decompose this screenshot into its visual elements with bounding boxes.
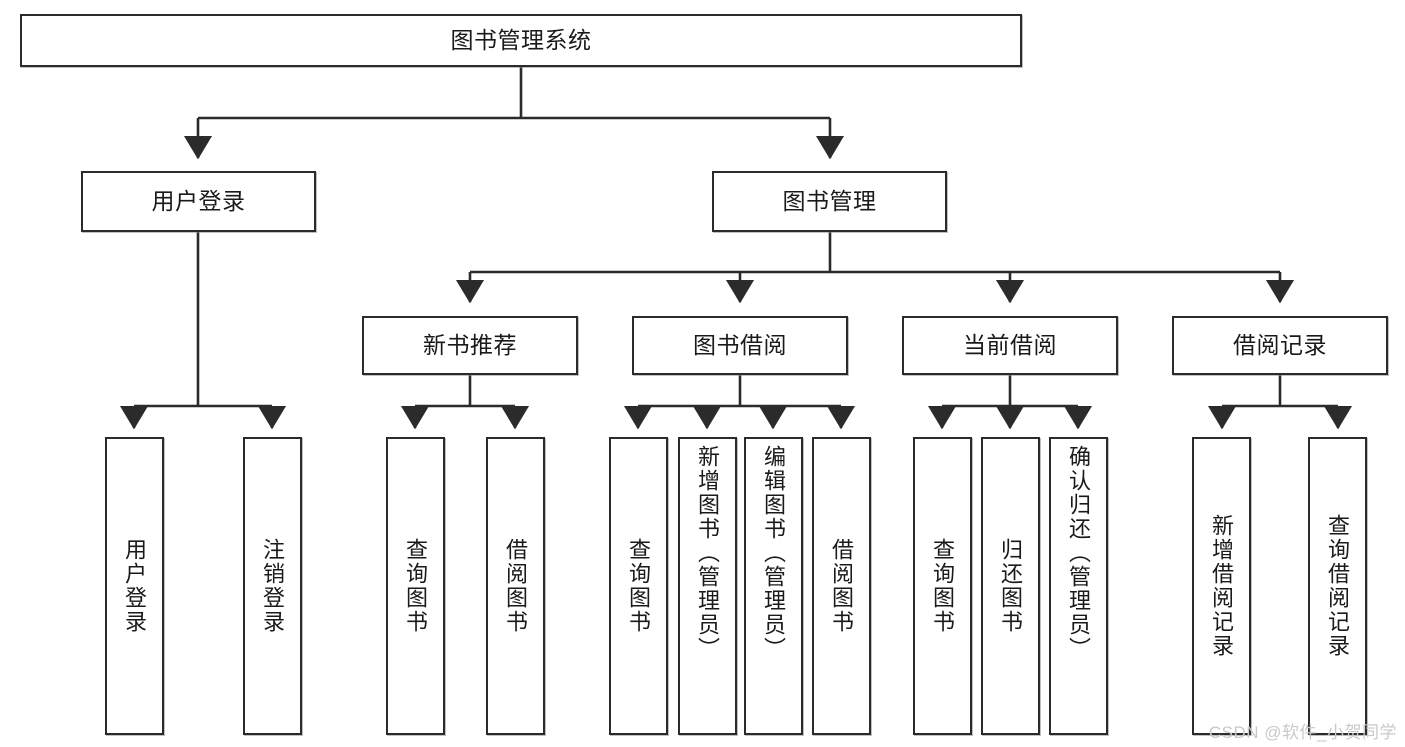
node-leaf-query-borrow-record[interactable]: 查询借阅记录	[1308, 437, 1367, 735]
node-leaf-user-login[interactable]: 用户登录	[105, 437, 164, 735]
node-leaf-borrow-book-recommend[interactable]: 借阅图书	[486, 437, 545, 735]
node-label: 用户登录	[122, 538, 148, 634]
node-leaf-add-borrow-record[interactable]: 新增借阅记录	[1192, 437, 1251, 735]
node-leaf-add-book-admin[interactable]: 新增图书（管理员）	[678, 437, 737, 735]
node-leaf-query-book-borrow[interactable]: 查询图书	[609, 437, 668, 735]
edges-borrowrecord-to-leaves	[1207, 375, 1353, 430]
node-leaf-borrow-book-borrow[interactable]: 借阅图书	[812, 437, 871, 735]
node-label: 确认归还（管理员）	[1066, 445, 1092, 661]
node-label: 图书管理系统	[450, 26, 592, 53]
edges-newbook-to-leaves	[400, 375, 530, 430]
node-book-management[interactable]: 图书管理	[712, 171, 947, 232]
node-label: 新增借阅记录	[1209, 514, 1235, 658]
node-label: 图书管理	[782, 187, 877, 214]
node-leaf-logout-login[interactable]: 注销登录	[243, 437, 302, 735]
node-label: 查询图书	[403, 538, 429, 634]
node-label: 注销登录	[260, 538, 286, 634]
edges-level1-to-level2	[183, 67, 845, 160]
node-user-login[interactable]: 用户登录	[81, 171, 316, 232]
node-leaf-confirm-return-admin[interactable]: 确认归还（管理员）	[1049, 437, 1108, 735]
node-root-book-management-system[interactable]: 图书管理系统	[20, 14, 1022, 67]
node-label: 当前借阅	[963, 331, 1057, 358]
node-book-borrow[interactable]: 图书借阅	[632, 316, 848, 375]
node-label: 新书推荐	[423, 331, 517, 358]
node-label: 借阅图书	[503, 538, 529, 634]
node-label: 借阅图书	[829, 538, 855, 634]
node-label: 查询图书	[930, 538, 956, 634]
csdn-watermark: CSDN @软件_小贺同学	[1208, 723, 1397, 742]
node-label: 查询图书	[626, 538, 652, 634]
node-new-book-recommend[interactable]: 新书推荐	[362, 316, 578, 375]
node-label: 借阅记录	[1233, 331, 1327, 358]
node-label: 查询借阅记录	[1325, 514, 1351, 658]
edges-currentborrow-to-leaves	[927, 375, 1093, 430]
edges-bookborrow-to-leaves	[623, 375, 856, 430]
node-label: 归还图书	[998, 538, 1024, 634]
node-leaf-query-book-current[interactable]: 查询图书	[913, 437, 972, 735]
node-leaf-edit-book-admin[interactable]: 编辑图书（管理员）	[744, 437, 803, 735]
node-current-borrow[interactable]: 当前借阅	[902, 316, 1118, 375]
edges-userlogin-to-leaves	[119, 232, 287, 430]
node-borrow-record[interactable]: 借阅记录	[1172, 316, 1388, 375]
node-label: 新增图书（管理员）	[695, 445, 721, 661]
node-leaf-return-book[interactable]: 归还图书	[981, 437, 1040, 735]
edges-level2-to-level3	[455, 232, 1295, 304]
node-label: 图书借阅	[693, 331, 787, 358]
node-leaf-query-book-recommend[interactable]: 查询图书	[386, 437, 445, 735]
node-label: 用户登录	[151, 187, 246, 214]
node-label: 编辑图书（管理员）	[761, 445, 787, 661]
